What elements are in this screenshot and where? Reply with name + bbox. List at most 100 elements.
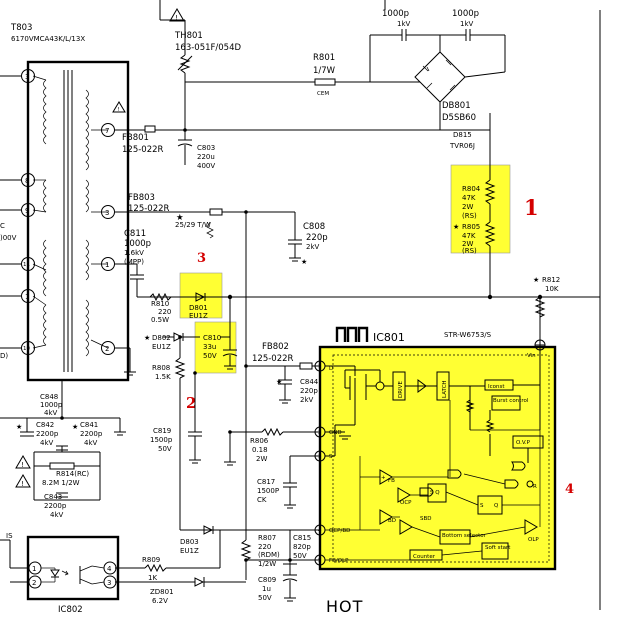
ferrite-fb802: FB802 125-022R <box>246 342 320 370</box>
svg-text:1: 1 <box>32 565 36 573</box>
resistor-r807: R807 220 (RDM) 1/2W <box>240 495 280 580</box>
svg-text:50V: 50V <box>203 352 217 360</box>
svg-text:2: 2 <box>318 430 322 436</box>
svg-text:C844: C844 <box>300 378 319 386</box>
ground-symbol-icon <box>224 461 236 466</box>
svg-text:2200p: 2200p <box>80 430 103 438</box>
svg-text:2kV: 2kV <box>306 243 320 251</box>
ground-symbol-icon <box>284 504 296 509</box>
t803-pin-1-right: 1 <box>101 257 115 271</box>
svg-text:!: ! <box>175 14 178 22</box>
ic801-ref: IC801 <box>373 331 405 344</box>
svg-text:163-051F/054D: 163-051F/054D <box>175 43 241 53</box>
resistor-r814: R814(RC) 8.2M 1/2W <box>33 445 101 500</box>
svg-text:1.5K: 1.5K <box>155 373 171 381</box>
svg-text:ZD801: ZD801 <box>150 588 174 596</box>
t803-pin-1-left: 1 <box>21 289 35 303</box>
ferrite-fb803: FB803 125-022R 25/29 T/W ★ <box>115 193 302 495</box>
svg-text:EU1Z: EU1Z <box>189 312 208 320</box>
capacitor-c803: C803 220u 400V <box>177 130 215 170</box>
svg-text:3: 3 <box>107 579 111 587</box>
ic801-olp: OLP <box>528 537 539 543</box>
ic801-ocp: OCP <box>400 500 412 506</box>
optocoupler-ic802: 1 2 4 3 IC802 IS <box>0 532 120 615</box>
ic801-sq: S Q <box>430 490 440 496</box>
ic801-s: S <box>480 503 484 509</box>
t803-pin-2-right: 2 <box>101 341 115 355</box>
svg-text:+: + <box>381 475 386 481</box>
ic801-fb: FB <box>388 478 395 484</box>
svg-text:1/7W: 1/7W <box>313 66 336 76</box>
svg-text:S: S <box>329 454 333 460</box>
cut-label-d: D) <box>0 352 8 360</box>
svg-text:5: 5 <box>318 558 322 564</box>
diode-d801: D801 EU1Z <box>189 292 208 320</box>
transformer-t803: T803 6170VMCA43K/L/13X 3 8 9 11 1 10 <box>0 23 130 382</box>
svg-text:50V: 50V <box>158 445 172 453</box>
svg-text:220: 220 <box>158 308 171 316</box>
highlight-box-2 <box>194 321 237 374</box>
svg-text:50V: 50V <box>258 594 272 602</box>
svg-text:125-022R: 125-022R <box>252 354 294 364</box>
t803-ref: T803 <box>10 23 32 33</box>
capacitor-c841: ★ C841 2200p 4kV <box>62 417 126 447</box>
star-marker-icon: ★ <box>16 423 22 431</box>
svg-text:4kV: 4kV <box>50 511 64 519</box>
svg-text:C817: C817 <box>257 478 275 486</box>
diode-d802: ★ D802 EU1Z <box>144 332 200 351</box>
svg-text:C841: C841 <box>80 421 98 429</box>
ic801-ovp: O.V.P <box>516 440 531 446</box>
svg-text:D803: D803 <box>180 538 199 546</box>
svg-text:IC802: IC802 <box>58 605 83 615</box>
diode-d803: D803 EU1Z <box>180 525 214 555</box>
svg-text:1/2W: 1/2W <box>258 560 276 568</box>
warning-triangle-icon: ! <box>15 455 31 469</box>
resistor-r809: R809 1K <box>115 530 221 582</box>
hot-label: HOT <box>326 597 363 616</box>
ground-symbol-icon <box>114 431 126 436</box>
ground-symbol-icon <box>189 459 201 464</box>
svg-text:EU1Z: EU1Z <box>152 343 171 351</box>
ic801-counter: Counter <box>413 554 436 560</box>
svg-text:4: 4 <box>318 528 322 534</box>
svg-text:10: 10 <box>23 346 30 352</box>
svg-text:(RDM): (RDM) <box>258 551 280 559</box>
svg-text:C848: C848 <box>40 393 58 401</box>
svg-text:1000p: 1000p <box>452 9 479 19</box>
svg-text:220p: 220p <box>300 387 318 395</box>
svg-text:47K: 47K <box>462 194 476 202</box>
resistor-r804: R804 47K 2W (RS) <box>462 165 496 222</box>
svg-text:2200p: 2200p <box>36 430 59 438</box>
svg-text:1kV: 1kV <box>397 20 411 28</box>
t803-pin-7: 7 <box>101 123 115 137</box>
svg-text:!: ! <box>21 461 24 469</box>
warning-triangle-icon: ! <box>169 8 185 22</box>
svg-text:C810: C810 <box>203 334 221 342</box>
svg-text:2W: 2W <box>462 240 473 248</box>
ic801-r: R <box>533 484 537 490</box>
turn-ratio: 25/29 T/W <box>175 221 211 229</box>
star-marker-icon: ★ <box>144 334 150 342</box>
svg-text:1000p: 1000p <box>124 239 151 249</box>
star-marker-icon: ★ <box>72 423 78 431</box>
svg-text:D801: D801 <box>189 304 208 312</box>
svg-text:R804: R804 <box>462 185 481 193</box>
svg-text:1.6kV: 1.6kV <box>124 249 144 257</box>
svg-text:C815: C815 <box>293 534 311 542</box>
svg-text:TVR06J: TVR06J <box>449 142 475 150</box>
star-marker-icon: ★ <box>301 258 307 266</box>
ground-symbol-icon <box>339 435 351 440</box>
svg-text:IS: IS <box>6 532 13 540</box>
capacitor-top-2: 1000p 1kV <box>369 0 506 82</box>
svg-text:FB/OLP: FB/OLP <box>329 558 349 564</box>
capacitor-c843: C843 2200p 4kV <box>34 492 100 519</box>
svg-text:8.2M 1/2W: 8.2M 1/2W <box>42 479 80 487</box>
resistor-r810: R810 220 0.5W <box>149 292 171 324</box>
svg-text:4kV: 4kV <box>40 439 54 447</box>
svg-text:9: 9 <box>25 207 29 215</box>
t803-pin-3-left: 3 <box>21 69 35 83</box>
svg-text:EU1Z: EU1Z <box>180 547 199 555</box>
resistor-r801: R801 1/7W CEM <box>185 53 420 97</box>
